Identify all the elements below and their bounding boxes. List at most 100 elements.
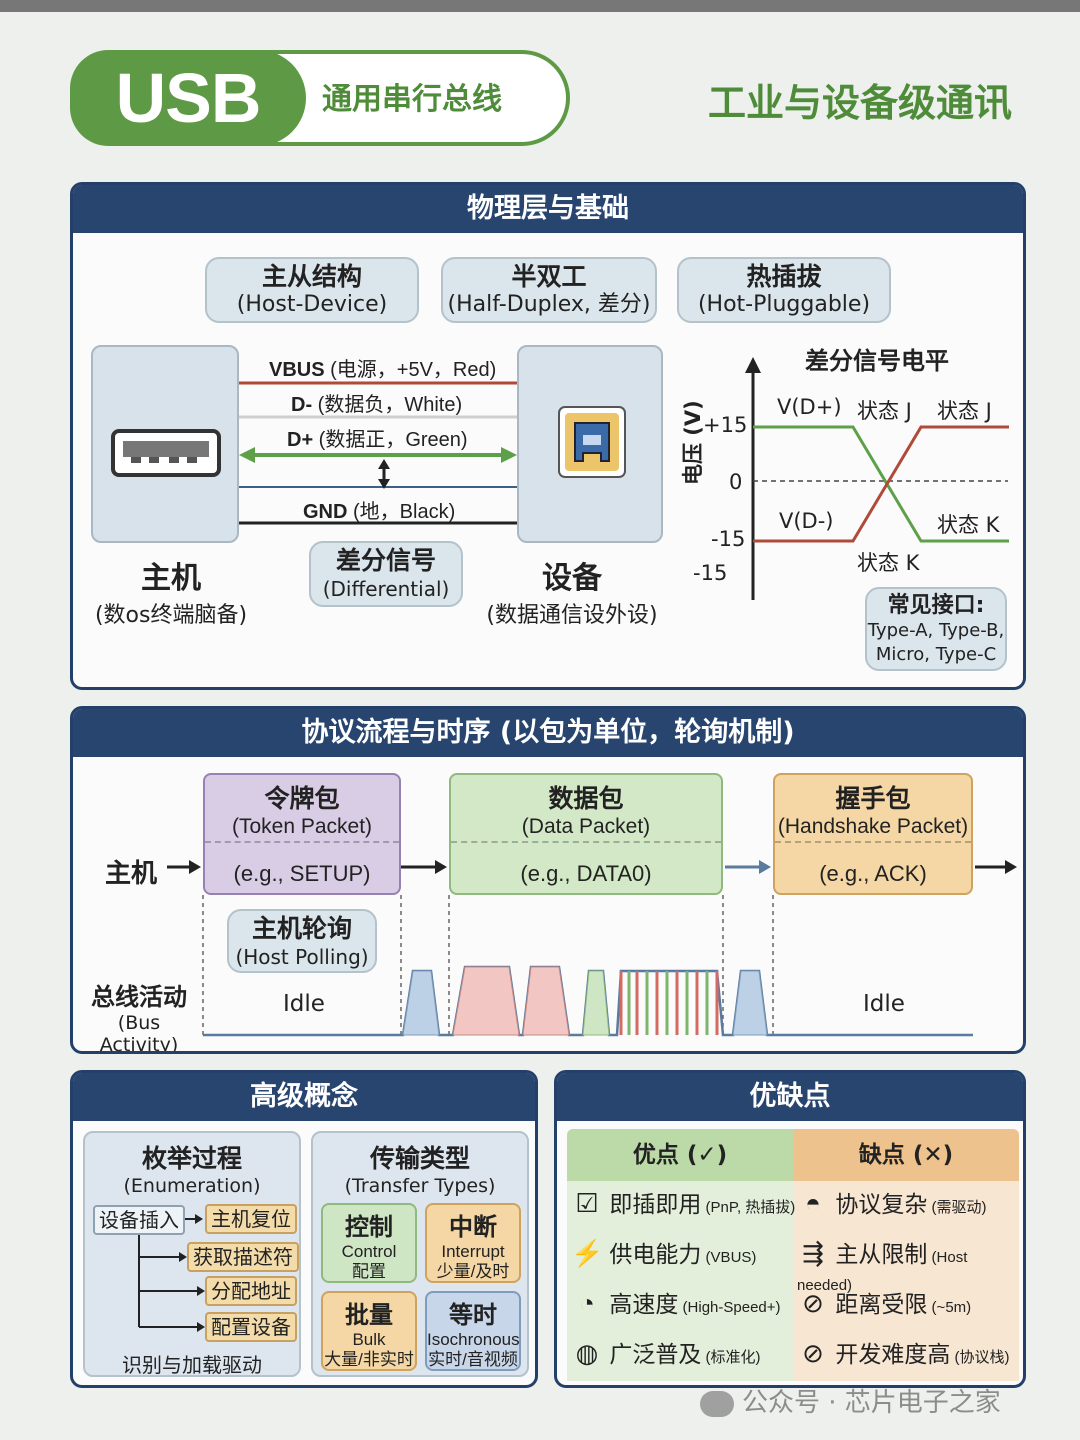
top-bar bbox=[0, 0, 1080, 12]
packet-sub: (Data Packet) bbox=[521, 815, 651, 838]
bubble-sub: (Host-Device) bbox=[236, 292, 388, 317]
header-right-title: 工业与设备级通讯 bbox=[708, 81, 1013, 125]
bubble-host-polling: 主机轮询 (Host Polling) bbox=[227, 909, 377, 973]
device-label: 设备 (数据通信设外设) bbox=[465, 553, 679, 629]
bubble-sub: (Hot-Pluggable) bbox=[697, 292, 871, 317]
signal-chart-title: 差分信号电平 bbox=[805, 347, 949, 375]
con-item-distance: ⊘ 距离受限 (~5m) bbox=[797, 1285, 971, 1319]
packet-title: 握手包 bbox=[835, 785, 911, 813]
dplus-label: D+ (数据正，Green) bbox=[287, 429, 468, 451]
bubble-sub: (Half-Duplex, 差分) bbox=[447, 292, 651, 317]
advanced-title: 高级概念 bbox=[73, 1073, 535, 1121]
type-desc: 少量/及时 bbox=[436, 1262, 510, 1281]
bubble-title: 差分信号 bbox=[335, 546, 436, 575]
bubble-differential: 差分信号 (Differential) bbox=[309, 541, 463, 607]
state-k1: 状态 K bbox=[857, 551, 920, 575]
type-cn: 控制 bbox=[345, 1214, 393, 1241]
bubble-host-device: 主从结构 (Host-Device) bbox=[205, 257, 419, 323]
transfer-sub: (Transfer Types) bbox=[344, 1175, 496, 1197]
type-cn: 等时 bbox=[449, 1302, 497, 1329]
usb-port-icon bbox=[111, 429, 221, 477]
device-title: 设备 bbox=[542, 561, 602, 596]
type-en: Isochronous bbox=[427, 1330, 520, 1349]
connectors-box: 常见接口: Type-A, Type-B, Micro, Type-C bbox=[865, 587, 1007, 671]
state-j1: 状态 J bbox=[857, 399, 912, 423]
protocol-host-label: 主机 bbox=[105, 859, 158, 889]
signal-ylabel: 电压 (V) bbox=[681, 400, 705, 485]
host-label: 主机 (数os终端脑备) bbox=[81, 553, 261, 629]
con-item-hostonly: ⇶ 主从限制 (Host needed) bbox=[797, 1238, 968, 1294]
physical-panel: 物理层与基础 主从结构 (Host-Device) 半双工 (Half-Dupl… bbox=[70, 182, 1026, 690]
transfer-control: 控制 Control 配置 bbox=[321, 1203, 417, 1283]
enum-footer: 识别与加载驱动 bbox=[122, 1353, 262, 1377]
tick-minus15-b: -15 bbox=[693, 561, 728, 585]
type-desc: 实时/音视频 bbox=[428, 1350, 518, 1369]
tick-minus15: -15 bbox=[711, 527, 746, 551]
pros-column bbox=[567, 1181, 793, 1381]
handshake-packet: 握手包 (Handshake Packet) (e.g., ACK) bbox=[773, 773, 973, 895]
proscons-panel: 优缺点 优点 (✓) 缺点 (✕) ☑ 即插即用 (PnP, 热插拔) ⚡ 供电… bbox=[554, 1070, 1026, 1388]
dminus-label: D- (数据负，White) bbox=[291, 394, 463, 416]
protocol-title: 协议流程与时序 (以包为单位，轮询机制) bbox=[73, 709, 1023, 757]
signal-chart bbox=[745, 357, 1009, 600]
connectors-title: 常见接口: bbox=[887, 593, 985, 618]
transfer-title: 传输类型 bbox=[369, 1144, 470, 1173]
state-k2: 状态 K bbox=[937, 513, 1000, 537]
bubble-title: 热插拔 bbox=[746, 262, 822, 291]
packet-sub: (Token Packet) bbox=[231, 815, 373, 838]
enum-step-reset: 主机复位 bbox=[205, 1204, 297, 1234]
header-subtitle: 通用串行总线 bbox=[322, 82, 502, 117]
speedometer-icon: ◔ bbox=[579, 1288, 595, 1318]
pros-header: 优点 (✓) bbox=[567, 1129, 793, 1181]
bus-sub: (Bus Activity) bbox=[99, 1012, 179, 1054]
no-entry-icon: ⊘ bbox=[802, 1288, 824, 1318]
packet-sub: (Handshake Packet) bbox=[777, 815, 969, 838]
type-desc: 配置 bbox=[352, 1262, 386, 1281]
proscons-title: 优缺点 bbox=[557, 1073, 1023, 1121]
advanced-panel: 高级概念 枚举过程 (Enumeration) 设备插入 主机复位 获取描述符 … bbox=[70, 1070, 538, 1388]
protocol-flow-svg bbox=[167, 860, 1017, 1037]
packet-example: (e.g., SETUP) bbox=[233, 861, 371, 886]
globe-icon: ◍ bbox=[575, 1338, 599, 1368]
packet-title: 令牌包 bbox=[264, 785, 340, 813]
enumeration-arrows bbox=[138, 1214, 205, 1332]
type-en: Control bbox=[341, 1242, 397, 1261]
bubble-half-duplex: 半双工 (Half-Duplex, 差分) bbox=[441, 257, 657, 323]
pro-item-speed: ◔ 高速度 (High-Speed+) bbox=[571, 1285, 780, 1319]
host-device-icon: ⇶ bbox=[802, 1238, 824, 1268]
protocol-panel: 协议流程与时序 (以包为单位，轮询机制) 主机 令牌包 (Token Packe… bbox=[70, 706, 1026, 1054]
type-en: Interrupt bbox=[441, 1242, 505, 1261]
idle-right: Idle bbox=[863, 991, 905, 1017]
bubble-hot-pluggable: 热插拔 (Hot-Pluggable) bbox=[677, 257, 891, 323]
enum-start: 设备插入 bbox=[93, 1205, 185, 1235]
enumeration-sub: (Enumeration) bbox=[123, 1175, 261, 1197]
physical-title: 物理层与基础 bbox=[73, 185, 1023, 233]
packet-title: 数据包 bbox=[548, 785, 624, 813]
enumeration-box: 枚举过程 (Enumeration) 设备插入 主机复位 获取描述符 分配地址 … bbox=[83, 1131, 301, 1377]
usb-b-port-icon bbox=[558, 406, 626, 478]
bus-title: 总线活动 bbox=[91, 983, 187, 1011]
transfer-bulk: 批量 Bulk 大量/非实时 bbox=[321, 1291, 417, 1371]
bubble-sub: (Differential) bbox=[322, 577, 450, 601]
cons-column bbox=[793, 1181, 1019, 1381]
device-box bbox=[517, 345, 663, 543]
lightning-icon: ⚡ bbox=[571, 1238, 604, 1268]
prohibited-icon: ⊘ bbox=[802, 1338, 824, 1368]
enum-step-descriptor: 获取描述符 bbox=[187, 1242, 299, 1272]
packet-example: (e.g., ACK) bbox=[819, 861, 927, 886]
bubble-title: 主从结构 bbox=[261, 262, 362, 291]
type-cn: 中断 bbox=[449, 1214, 497, 1241]
bubble-title: 主机轮询 bbox=[251, 914, 352, 943]
vdm-label: V(D-) bbox=[779, 509, 834, 533]
wechat-icon bbox=[700, 1390, 734, 1417]
packet-example: (e.g., DATA0) bbox=[520, 861, 652, 886]
enum-step-address: 分配地址 bbox=[205, 1276, 297, 1306]
pro-item-popular: ◍ 广泛普及 (标准化) bbox=[571, 1335, 761, 1369]
transfer-box: 传输类型 (Transfer Types) 控制 Control 配置 中断 I… bbox=[311, 1131, 529, 1377]
idle-left: Idle bbox=[283, 991, 325, 1017]
vbus-label: VBUS (电源，+5V，Red) bbox=[269, 359, 497, 381]
tick-plus15: +15 bbox=[703, 413, 748, 437]
device-sub: (数据通信设外设) bbox=[486, 603, 658, 628]
bubble-title: 半双工 bbox=[511, 262, 587, 291]
bus-activity-label: 总线活动 (Bus Activity) bbox=[79, 977, 199, 1054]
